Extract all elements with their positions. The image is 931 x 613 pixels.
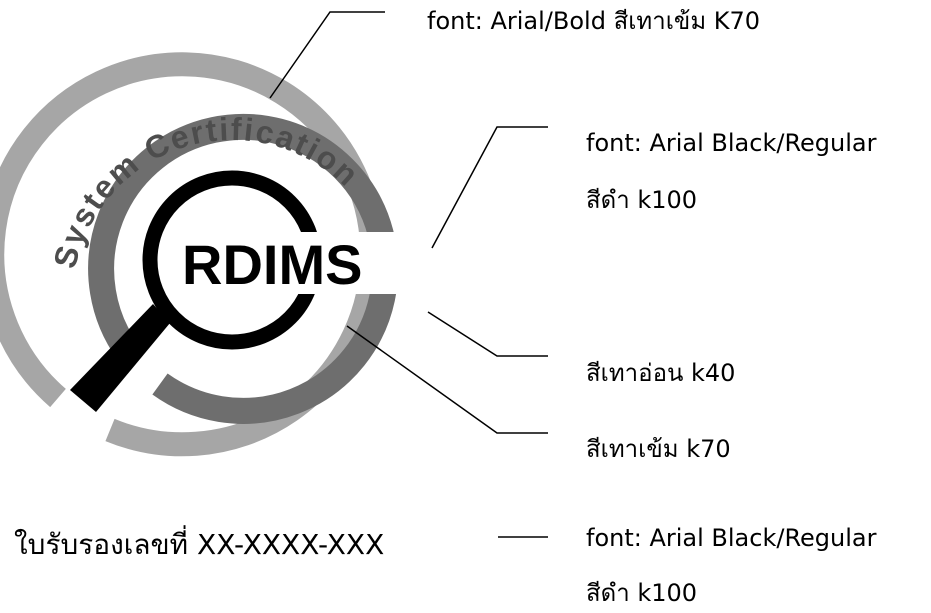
certificate-number: ใบรับรองเลขที่ XX-XXXX-XXX — [14, 528, 385, 561]
callout-cert-color: สีดำ k100 — [586, 578, 697, 608]
callout-dark-ring-color: สีเทาเข้ม k70 — [586, 434, 731, 464]
callout-text: font: Arial/Bold สีเทาเข้ม K70 — [427, 7, 761, 35]
brand-text: RDIMS — [182, 233, 362, 296]
magnifier-handle — [70, 304, 170, 412]
leader-line-light-ring — [427, 311, 548, 357]
leader-line-dark-ring — [346, 325, 548, 434]
callout-ring-text-font: font: Arial/Bold สีเทาเข้ม K70 — [427, 6, 760, 36]
callout-text: สีเทาอ่อน k40 — [586, 359, 736, 387]
callout-brand-color: สีดำ k100 — [586, 185, 697, 215]
callout-text: สีดำ k100 — [586, 579, 698, 607]
callout-text: font: Arial Black/Regular — [586, 524, 877, 552]
inner-dark-ring — [88, 113, 399, 424]
leader-line-brand — [431, 126, 548, 249]
brand-backdrop — [178, 232, 430, 294]
callout-brand-font: font: Arial Black/Regular — [586, 128, 877, 158]
leader-lines — [269, 11, 548, 538]
leader-line-ring-text — [269, 11, 385, 99]
callout-cert-font: font: Arial Black/Regular — [586, 523, 877, 553]
callout-text: สีดำ k100 — [586, 186, 698, 214]
callout-text: font: Arial Black/Regular — [586, 129, 877, 157]
callout-light-ring-color: สีเทาอ่อน k40 — [586, 358, 735, 388]
callout-text: สีเทาเข้ม k70 — [586, 435, 731, 463]
